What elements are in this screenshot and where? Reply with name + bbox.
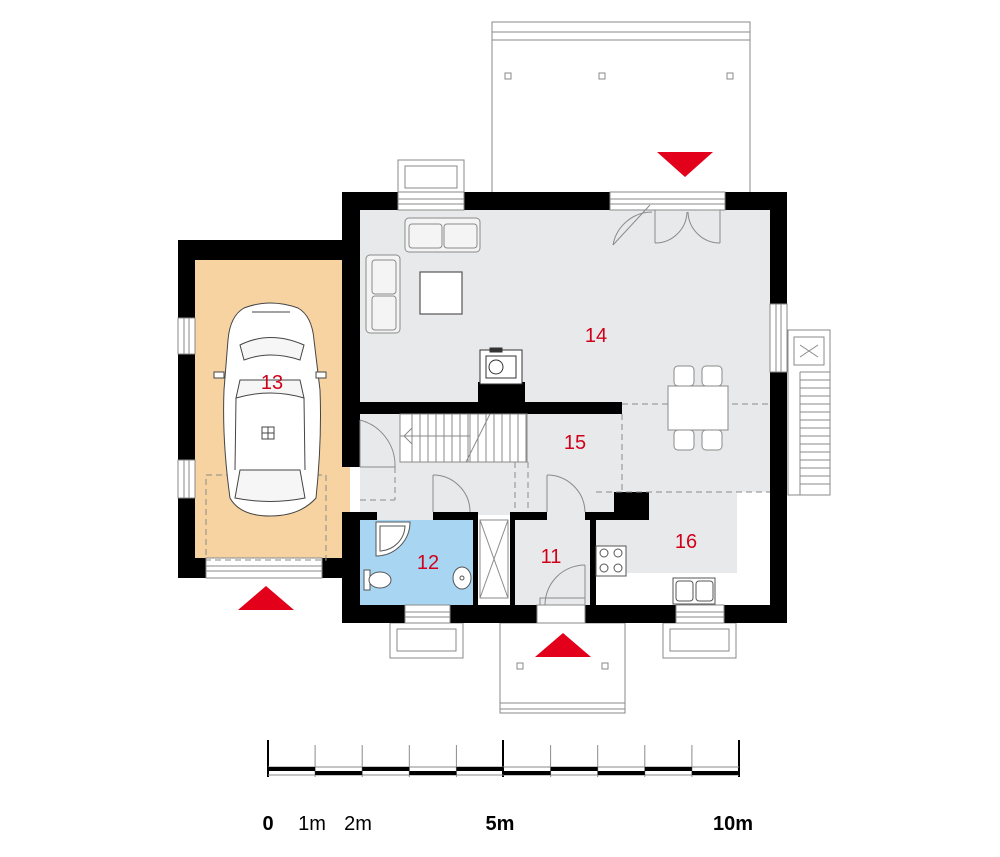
scale-segment [362, 767, 410, 771]
scale-segment [315, 771, 363, 775]
side-stairs-steps [799, 371, 830, 495]
scale-segment [503, 771, 551, 775]
coffee-table [419, 271, 463, 315]
room-12-label: 12 [417, 552, 439, 574]
staircase [399, 413, 528, 463]
terrace-entrance-arrow [657, 152, 713, 177]
staircase-treads [411, 414, 527, 462]
sofa-top [404, 217, 481, 253]
terrace-top [491, 21, 751, 195]
dining-table [667, 365, 729, 451]
scale-label-5m: 5m [486, 813, 515, 835]
kitchen-corner-white [737, 492, 770, 573]
scale-bar [267, 740, 740, 777]
bathroom-fixtures [363, 521, 472, 591]
windows [177, 191, 788, 624]
scale-segment [268, 767, 316, 771]
doors [359, 204, 721, 606]
scale-segment [597, 771, 645, 775]
entry-porch [499, 622, 626, 714]
scale-segment [409, 771, 457, 775]
scale-segment [550, 767, 598, 771]
main-entrance-arrow [535, 633, 591, 657]
room-13-label: 13 [261, 372, 283, 394]
room-14-label: 14 [585, 325, 607, 347]
scale-segment [456, 767, 504, 771]
staircase-extra [400, 413, 491, 463]
scale-segment [691, 771, 739, 775]
scale-label-10m: 10m [713, 813, 753, 835]
scale-label-0: 0 [262, 813, 273, 835]
scale-label-1m: 1m [298, 813, 326, 835]
walls [178, 192, 787, 623]
room-15-label: 15 [564, 432, 586, 454]
room-16-label: 16 [675, 531, 697, 553]
garage-entrance-arrow [238, 586, 294, 610]
scale-segment [644, 767, 692, 771]
kitchen-fixtures [595, 545, 716, 605]
sofa-left [365, 254, 401, 334]
scale-label-2m: 2m [344, 813, 372, 835]
fireplace [479, 347, 523, 385]
room-11-label: 11 [541, 546, 562, 568]
car-icon [213, 302, 327, 517]
